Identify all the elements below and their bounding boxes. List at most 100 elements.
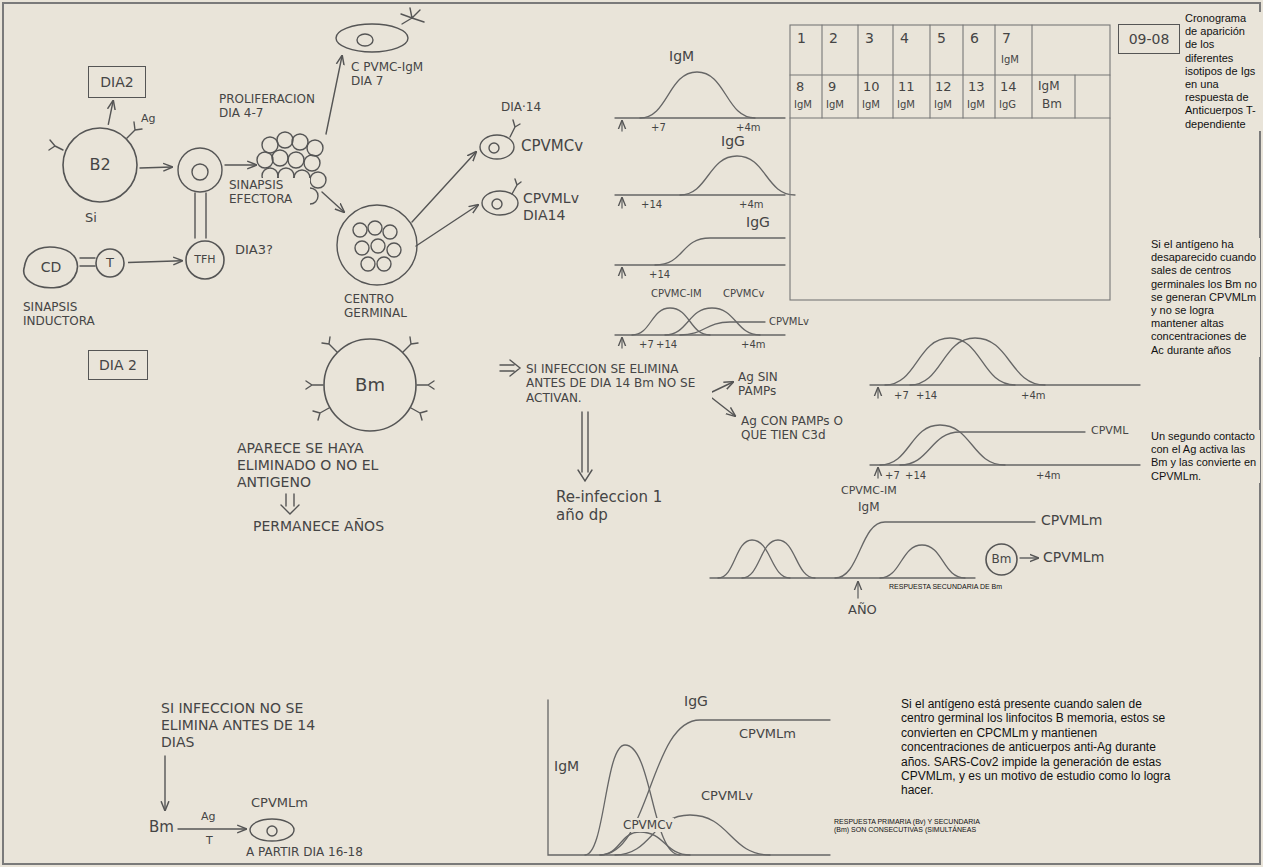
germinal-center-cells: [353, 223, 367, 237]
memory-cell-circle: Bm: [985, 543, 1018, 576]
node-text: B2: [89, 156, 110, 174]
antibody-symbol: [411, 408, 427, 420]
note: Ag CON PAMPs O QUE TIEN C3d: [740, 414, 847, 443]
flow-arrow: [225, 164, 256, 165]
branch-arrow: [712, 398, 735, 416]
antibody-symbol: [510, 120, 520, 137]
axis-tick: +14: [648, 269, 671, 281]
curve: [718, 540, 790, 578]
germinal-center-cells: [368, 221, 382, 235]
time-arrow: [621, 268, 622, 278]
proliferating-cells: [272, 150, 288, 166]
node-text: Bm: [992, 553, 1012, 567]
chart-axes: [548, 700, 830, 855]
curve-label: CPVMLv: [768, 316, 810, 328]
node-text: TFH: [194, 254, 215, 267]
axis-tick: +4m: [738, 199, 764, 211]
step-label: SINAPSIS INDUCTORA: [22, 300, 124, 329]
memory-cell-circle-outline: [324, 339, 416, 431]
antibody-symbol: [403, 337, 418, 352]
table-cell: IgM: [861, 99, 881, 111]
cell-label: CPVMLm: [1042, 549, 1105, 566]
table-cell: 13: [967, 79, 986, 95]
germinal-center-cells: [377, 257, 391, 271]
antibody-burst: [401, 8, 424, 24]
table-cell: 8: [795, 79, 805, 95]
curve-label: IgM: [553, 758, 580, 775]
step-label: SINAPSIS EFECTORA: [228, 178, 310, 207]
synapse-lines: [195, 193, 206, 238]
curve-label: IgM: [668, 48, 695, 65]
cell-nucleus: [489, 143, 499, 153]
table-cell: IgG: [998, 99, 1017, 111]
plasma-curve: [600, 832, 690, 855]
day-label: DIA3?: [234, 242, 274, 258]
antibody-symbol: [322, 337, 337, 352]
proliferating-cells: [277, 132, 293, 148]
time-arrow: [857, 582, 858, 598]
node-text: DIA 2: [99, 357, 137, 373]
table-cell: IgM: [825, 99, 845, 111]
chart-baseline: [615, 118, 785, 335]
antibody-symbol: [417, 381, 434, 389]
b-cell-circle: B2: [62, 127, 138, 203]
igg-curve: [680, 156, 795, 195]
igg-curve: [655, 238, 785, 265]
antigen-label: Ag: [140, 112, 157, 125]
b-cell-circle-outline: [63, 128, 137, 202]
plasma-curve: [680, 322, 765, 335]
axis-tick: +7: [893, 390, 910, 402]
flow-arrow: [164, 756, 165, 810]
double-arrow: [281, 494, 299, 514]
cell-nucleus: [357, 34, 373, 46]
double-arrow: [500, 360, 520, 376]
axis-tick: +14: [904, 470, 927, 482]
connector-arrow: [108, 101, 113, 125]
cell-nucleus: [192, 164, 208, 180]
connector-arrow: [128, 261, 182, 263]
arrow-label: T: [205, 834, 214, 847]
dendritic-cell: CD: [22, 245, 80, 289]
note: Si: [84, 210, 98, 226]
table-cell: 9: [827, 79, 837, 95]
note: PERMANECE AÑOS: [252, 518, 385, 535]
timeline-table: [822, 25, 1075, 118]
curve: [910, 338, 1045, 385]
memory-cell-circle-outline: [986, 544, 1017, 575]
table-cell: 12: [934, 79, 953, 95]
igm-curve: [585, 745, 680, 855]
table-cell: 10: [862, 79, 881, 95]
t-cell-circle: T: [95, 248, 125, 278]
proliferating-cells: [307, 140, 323, 156]
note: SI INFECCION SE ELIMINA ANTES DE DIA 14 …: [525, 362, 712, 405]
curve: [880, 425, 1005, 465]
proliferating-cells: [304, 155, 320, 171]
axis-tick: +4m: [1035, 470, 1061, 482]
antibody-symbol: [49, 140, 63, 150]
cell-label: Bm: [148, 818, 175, 836]
curve-label: CPVMC-IM: [650, 288, 703, 300]
curve-label: IgG: [745, 214, 771, 231]
flow-arrow: [322, 192, 344, 212]
node-text: CD: [41, 259, 62, 275]
axis-tick: +4m: [1020, 390, 1046, 402]
chart-note: RESPUESTA SECUNDARIA DE Bm: [888, 583, 1003, 591]
timeline-table: [790, 75, 1110, 118]
curve: [835, 522, 1035, 578]
antibody-symbol: [313, 408, 329, 420]
curve-label: CPVMCv: [622, 818, 674, 832]
table-cell: IgM: [793, 99, 813, 111]
proliferating-cells: [288, 152, 304, 168]
cell-nucleus: [492, 199, 502, 209]
axis-tick: +4m: [740, 339, 766, 351]
cell-label: CPVMLv DIA14: [522, 190, 596, 224]
structure-label: CENTRO GERMINAL: [343, 292, 430, 321]
curve: [900, 432, 1085, 465]
note: Un segundo contacto con el Ag activa las…: [1150, 430, 1260, 483]
igm-curve: [640, 72, 755, 118]
day-label: A PARTIR DIA 16-18: [245, 845, 364, 859]
t-cell-circle-outline: [96, 249, 124, 277]
proliferating-cells: [292, 134, 308, 150]
table-cell: IgM: [1000, 54, 1020, 66]
proliferating-cells: [257, 152, 273, 168]
